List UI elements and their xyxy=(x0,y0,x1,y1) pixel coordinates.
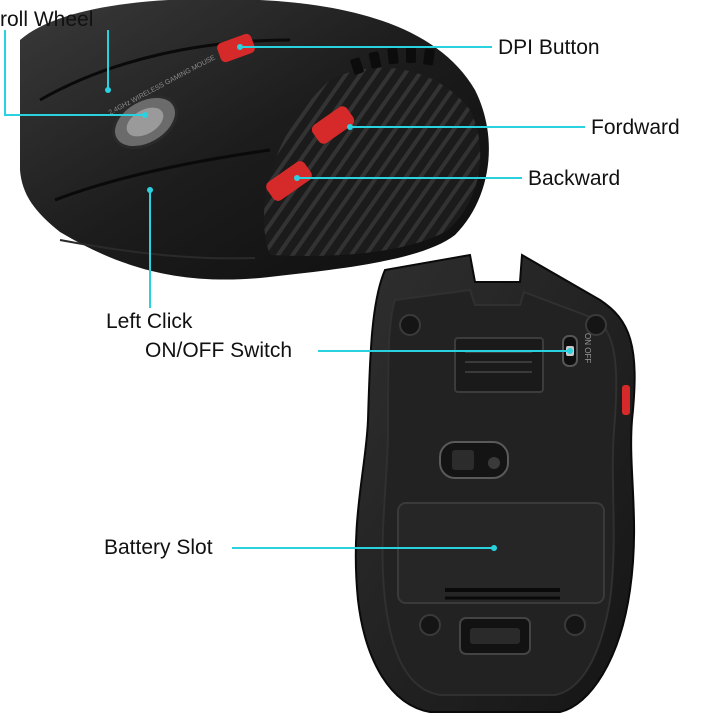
dpi-button-shape xyxy=(217,33,255,63)
label-left-click: Left Click xyxy=(106,310,193,333)
label-forward: Fordward xyxy=(591,116,680,139)
leader-lines xyxy=(4,30,585,551)
top-vents xyxy=(350,47,435,75)
side-grip xyxy=(263,67,481,256)
forward-button-shape xyxy=(311,106,355,144)
label-sticker xyxy=(454,337,544,393)
switch-print: ON OFF xyxy=(583,333,592,363)
leader-scroll-wheel xyxy=(4,30,145,116)
label-scroll-wheel: roll Wheel xyxy=(0,8,94,31)
label-switch: ON/OFF Switch xyxy=(145,339,293,362)
backward-button-shape xyxy=(266,161,312,201)
battery-cover xyxy=(397,502,605,604)
label-backward: Backward xyxy=(528,167,621,190)
label-dpi-button: DPI Button xyxy=(498,36,600,59)
mouse-bottom-view: ON OFF xyxy=(354,253,636,713)
mouse-top-view: 2.4GHz WIRELESS GAMING MOUSE xyxy=(20,0,489,280)
label-battery-slot: Battery Slot xyxy=(104,536,213,559)
